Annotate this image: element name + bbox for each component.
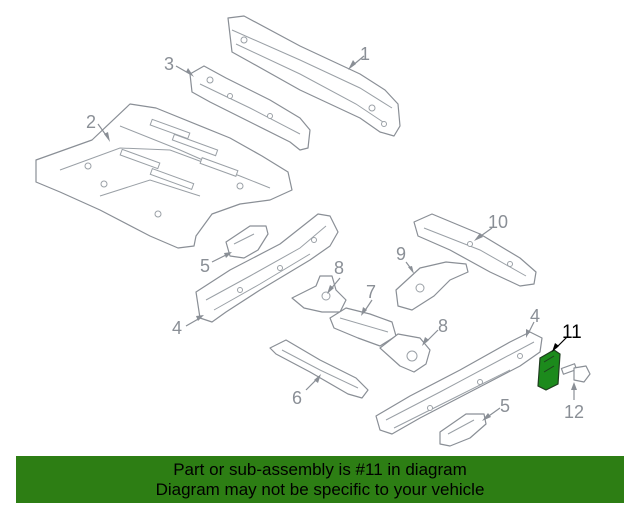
callout-3: 3 — [164, 54, 174, 74]
part-8-bracket-left — [291, 275, 347, 313]
part-3-cross-member — [189, 65, 311, 151]
callout-4-left: 4 — [172, 318, 182, 338]
part-4-side-member-right — [375, 331, 543, 435]
part-11-highlighted-bracket — [537, 349, 561, 391]
part-9-bracket — [395, 261, 469, 311]
part-10-rear-rail — [413, 213, 537, 287]
parts-diagram: 1 3 2 5 4 8 7 9 10 8 4 6 5 11 12 — [35, 15, 591, 447]
callout-9: 9 — [396, 244, 406, 264]
part-2-floor-pan — [35, 103, 293, 249]
callout-8-left: 8 — [334, 258, 344, 278]
part-12-bolt — [560, 363, 591, 383]
callout-1: 1 — [360, 44, 370, 64]
leader-lines — [97, 55, 577, 421]
banner-line-2: Diagram may not be specific to your vehi… — [155, 480, 485, 499]
info-banner: Part or sub-assembly is #11 in diagram D… — [16, 456, 624, 503]
callout-5-lower: 5 — [500, 396, 510, 416]
callout-11: 11 — [562, 322, 582, 343]
part-1-rear-rail — [227, 15, 401, 137]
part-5-bracket-lower — [439, 413, 487, 447]
callout-2: 2 — [86, 112, 96, 132]
banner-line-1: Part or sub-assembly is #11 in diagram — [173, 460, 467, 479]
callout-5-upper: 5 — [200, 256, 210, 276]
callout-8-right: 8 — [438, 316, 448, 336]
callout-7: 7 — [366, 282, 376, 302]
part-5-bracket-upper — [225, 225, 269, 259]
callout-12: 12 — [564, 402, 584, 422]
part-8-bracket-right — [379, 333, 431, 373]
part-4-side-member-left — [195, 213, 339, 323]
callout-6: 6 — [292, 388, 302, 408]
callout-4-right: 4 — [530, 306, 540, 326]
part-6-reinforcement — [269, 339, 369, 399]
callout-10: 10 — [488, 212, 508, 232]
